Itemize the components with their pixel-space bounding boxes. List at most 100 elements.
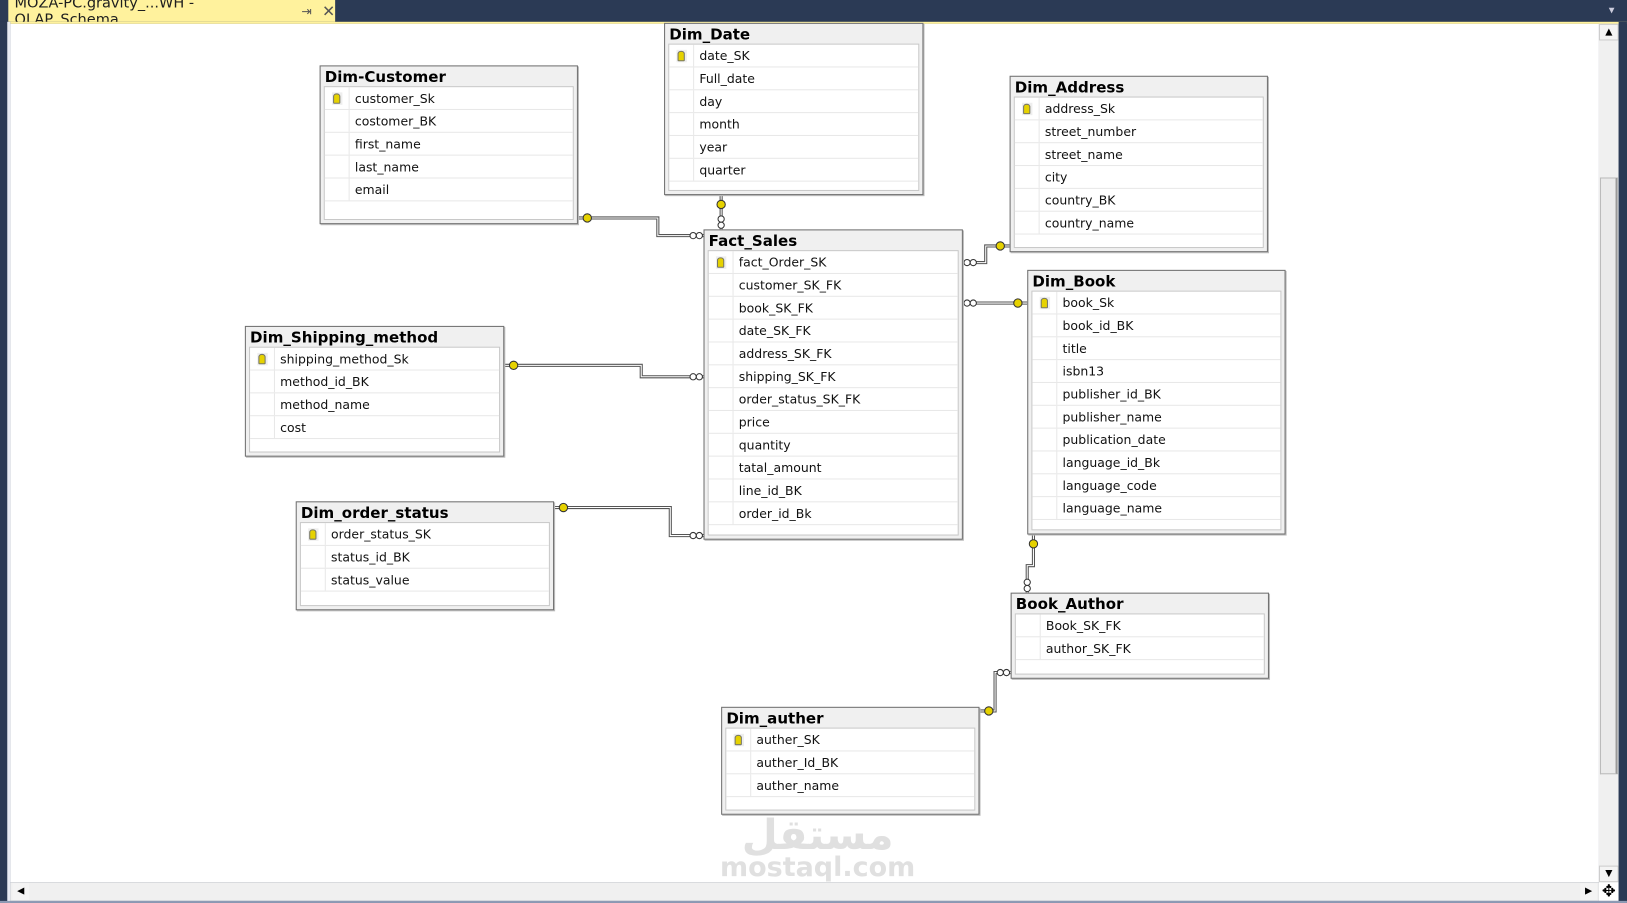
column-row[interactable]: method_id_BK (250, 370, 500, 394)
close-icon[interactable]: ✕ (322, 1, 336, 21)
row-selector[interactable] (709, 456, 734, 479)
row-selector[interactable] (1032, 360, 1058, 382)
chevron-down-icon[interactable]: ▾ (1608, 3, 1615, 17)
column-row[interactable]: cost (250, 416, 500, 440)
column-row[interactable]: book_SK_FK (708, 296, 958, 320)
column-row[interactable]: day (669, 90, 919, 114)
row-selector[interactable] (1032, 314, 1058, 337)
row-selector[interactable] (726, 728, 752, 751)
table-title[interactable]: Dim-Customer (324, 69, 446, 87)
table-title[interactable]: Fact_Sales (708, 233, 798, 251)
row-selector[interactable] (325, 132, 350, 155)
row-selector[interactable] (669, 135, 695, 158)
row-selector[interactable] (709, 296, 734, 319)
row-selector[interactable] (669, 90, 695, 113)
column-row[interactable]: year (669, 135, 919, 159)
row-selector[interactable] (1032, 291, 1058, 314)
scroll-up-button[interactable]: ▲ (1598, 23, 1619, 41)
vertical-scroll-thumb[interactable] (1599, 177, 1618, 775)
column-row[interactable]: shipping_SK_FK (708, 365, 958, 389)
column-row[interactable]: month (669, 113, 919, 136)
row-selector[interactable] (709, 274, 734, 296)
column-row[interactable]: price (708, 411, 958, 434)
document-tab[interactable]: MOZA-PC.gravity_...WH - OLAP_Schema ⇥ ✕ (8, 0, 336, 28)
row-selector[interactable] (1032, 337, 1058, 360)
row-selector[interactable] (301, 545, 326, 568)
row-selector[interactable] (669, 113, 695, 135)
row-selector[interactable] (1032, 474, 1058, 497)
column-row[interactable]: language_name (1032, 497, 1281, 520)
row-selector[interactable] (709, 502, 734, 525)
row-selector[interactable] (1015, 143, 1040, 166)
column-row[interactable]: publisher_name (1032, 405, 1281, 429)
row-selector[interactable] (1015, 97, 1040, 120)
row-selector[interactable] (250, 393, 275, 416)
row-selector[interactable] (709, 388, 734, 410)
scroll-left-button[interactable]: ◀ (12, 883, 30, 900)
row-selector[interactable] (1032, 428, 1058, 451)
column-row[interactable]: quantity (708, 433, 958, 457)
column-row[interactable]: costomer_BK (324, 110, 573, 133)
column-row[interactable]: address_Sk (1014, 97, 1263, 121)
row-selector[interactable] (250, 416, 275, 438)
column-row[interactable]: fact_Order_SK (708, 251, 958, 275)
pin-icon[interactable]: ⇥ (301, 3, 312, 19)
row-selector[interactable] (1032, 451, 1058, 474)
pan-icon[interactable]: ✥ (1598, 882, 1619, 901)
column-row[interactable]: date_SK_FK (708, 319, 958, 343)
row-selector[interactable] (726, 751, 752, 774)
row-selector[interactable] (709, 411, 734, 433)
column-row[interactable]: first_name (324, 132, 573, 156)
row-selector[interactable] (325, 155, 350, 178)
column-row[interactable]: address_SK_FK (708, 342, 958, 366)
column-row[interactable]: Book_SK_FK (1015, 614, 1264, 638)
column-row[interactable]: country_name (1014, 211, 1263, 235)
row-selector[interactable] (1016, 614, 1041, 637)
row-selector[interactable] (709, 433, 734, 456)
row-selector[interactable] (325, 110, 350, 132)
row-selector[interactable] (1032, 382, 1058, 405)
column-row[interactable]: publisher_id_BK (1032, 382, 1281, 406)
column-row[interactable]: last_name (324, 155, 573, 179)
scroll-down-button[interactable]: ▼ (1598, 865, 1619, 883)
column-row[interactable]: tatal_amount (708, 456, 958, 480)
column-row[interactable]: book_id_BK (1032, 314, 1281, 338)
table-title[interactable]: Dim_Date (669, 26, 751, 44)
row-selector[interactable] (1015, 211, 1040, 234)
row-selector[interactable] (250, 370, 275, 393)
table-title[interactable]: Dim_Address (1014, 79, 1125, 97)
column-row[interactable]: isbn13 (1032, 360, 1281, 383)
table-title[interactable]: Dim_auther (726, 710, 824, 728)
column-row[interactable]: language_code (1032, 474, 1281, 498)
vertical-scrollbar[interactable]: ▲ ▼ (1598, 23, 1619, 883)
column-row[interactable]: order_id_Bk (708, 502, 958, 526)
row-selector[interactable] (301, 523, 326, 545)
row-selector[interactable] (709, 319, 734, 342)
row-selector[interactable] (325, 178, 350, 201)
table-title[interactable]: Dim_Book (1032, 274, 1116, 291)
row-selector[interactable] (669, 67, 695, 90)
column-row[interactable]: auther_name (726, 774, 975, 798)
row-selector[interactable] (250, 347, 275, 370)
row-selector[interactable] (1032, 405, 1058, 428)
column-row[interactable]: method_name (250, 393, 500, 417)
row-selector[interactable] (709, 342, 734, 365)
row-selector[interactable] (1015, 188, 1040, 211)
column-row[interactable]: shipping_method_Sk (250, 347, 500, 371)
column-row[interactable]: line_id_BK (708, 479, 958, 503)
column-row[interactable]: auther_SK (726, 728, 975, 752)
column-row[interactable]: date_SK (669, 44, 919, 68)
row-selector[interactable] (669, 44, 695, 67)
column-row[interactable]: country_BK (1014, 188, 1263, 212)
column-row[interactable]: author_SK_FK (1015, 637, 1264, 661)
table-title[interactable]: Book_Author (1015, 596, 1124, 614)
